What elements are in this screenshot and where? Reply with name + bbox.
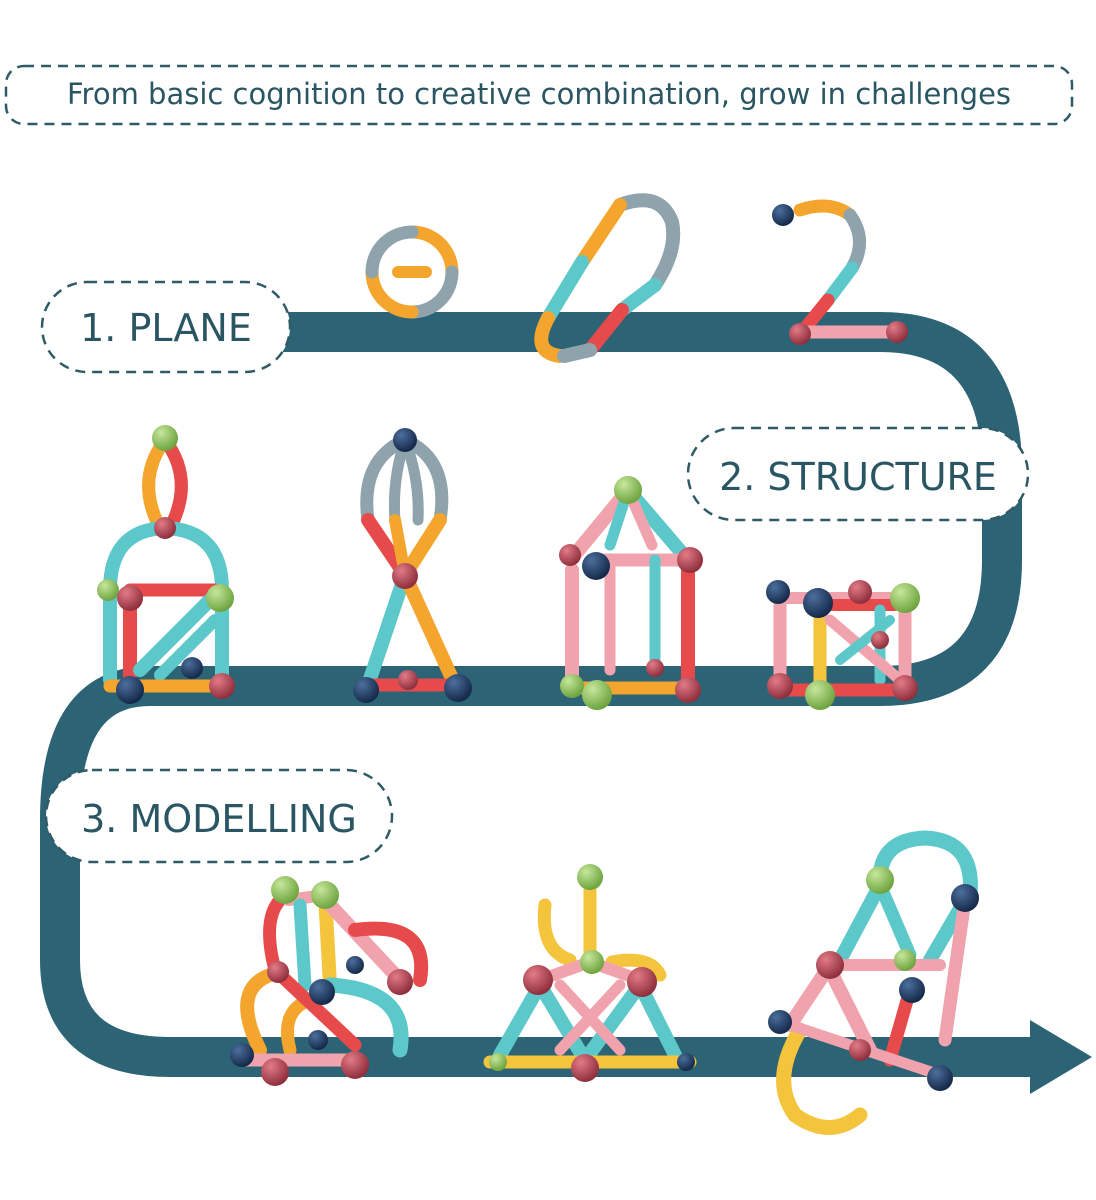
plane-ring-model	[365, 225, 459, 319]
stage-label-modelling: 3. MODELLING	[81, 797, 357, 841]
stage-pill-structure: 2. STRUCTURE	[686, 426, 1030, 522]
stage-pill-plane: 1. PLANE	[40, 280, 292, 374]
modelling-tower-model	[768, 830, 979, 1135]
plane-loop-model	[534, 193, 681, 363]
structure-house-model	[559, 476, 703, 710]
structure-hourglass-model	[353, 428, 472, 703]
structure-cube-model	[766, 580, 920, 710]
modelling-pyramid-model	[483, 864, 697, 1082]
stage-label-structure: 2. STRUCTURE	[719, 455, 997, 499]
stage-label-plane: 1. PLANE	[80, 306, 252, 350]
stage-pill-modelling: 3. MODELLING	[44, 768, 394, 864]
headline-banner: From basic cognition to creative combina…	[4, 64, 1074, 126]
arrow-head-icon	[1030, 1020, 1092, 1094]
headline-text: From basic cognition to creative combina…	[67, 77, 1011, 111]
modelling-bug-model	[230, 876, 429, 1086]
headline-border	[4, 64, 1074, 126]
plane-hook-model	[772, 199, 908, 345]
structure-tower-model	[97, 425, 235, 704]
